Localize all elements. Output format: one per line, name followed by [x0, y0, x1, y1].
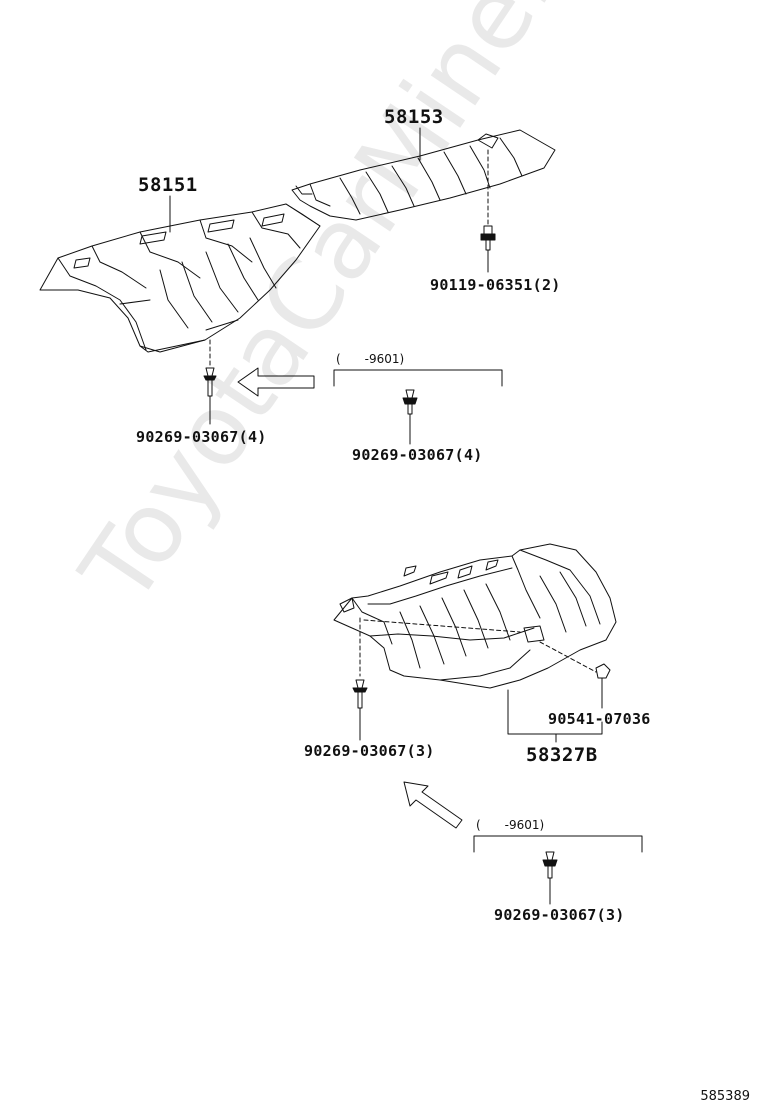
- alt-bracket-lower: [473, 835, 643, 853]
- arrow-up-left-icon: [403, 781, 463, 829]
- part-label-90269-03067-alt-lower[interactable]: 90269-03067(3): [494, 906, 625, 924]
- clip-icon[interactable]: [352, 679, 368, 741]
- mount-axis-dashed: [363, 619, 521, 633]
- part-label-58153[interactable]: 58153: [384, 106, 444, 128]
- part-label-90269-03067-lower[interactable]: 90269-03067(3): [304, 742, 435, 760]
- sheet-number: 585389: [700, 1089, 750, 1104]
- part-label-90119-06351[interactable]: 90119-06351(2): [430, 276, 561, 294]
- clip-icon[interactable]: [203, 367, 217, 425]
- heat-insulator-58327B[interactable]: [333, 543, 617, 689]
- date-note-lower: ( -9601): [476, 818, 545, 832]
- part-label-90269-03067-upper[interactable]: 90269-03067(4): [136, 428, 267, 446]
- clip-icon[interactable]: [542, 851, 558, 905]
- grommet-icon[interactable]: [595, 663, 611, 709]
- date-note-upper: ( -9601): [336, 352, 405, 366]
- part-label-58151[interactable]: 58151: [138, 174, 198, 196]
- clip-icon[interactable]: [402, 389, 418, 445]
- bolt-icon[interactable]: [480, 225, 496, 273]
- part-label-58327B[interactable]: 58327B: [526, 744, 598, 766]
- grommet-axis-dashed: [539, 641, 597, 673]
- part-label-90541-07036[interactable]: 90541-07036: [548, 710, 651, 728]
- heat-insulator-58153[interactable]: [291, 129, 556, 221]
- heat-insulator-58151[interactable]: [39, 203, 321, 353]
- alt-bracket-upper: [333, 369, 503, 387]
- arrow-left-icon: [237, 367, 315, 397]
- leader-58327B: [507, 689, 603, 735]
- part-label-90269-03067-alt-upper[interactable]: 90269-03067(4): [352, 446, 483, 464]
